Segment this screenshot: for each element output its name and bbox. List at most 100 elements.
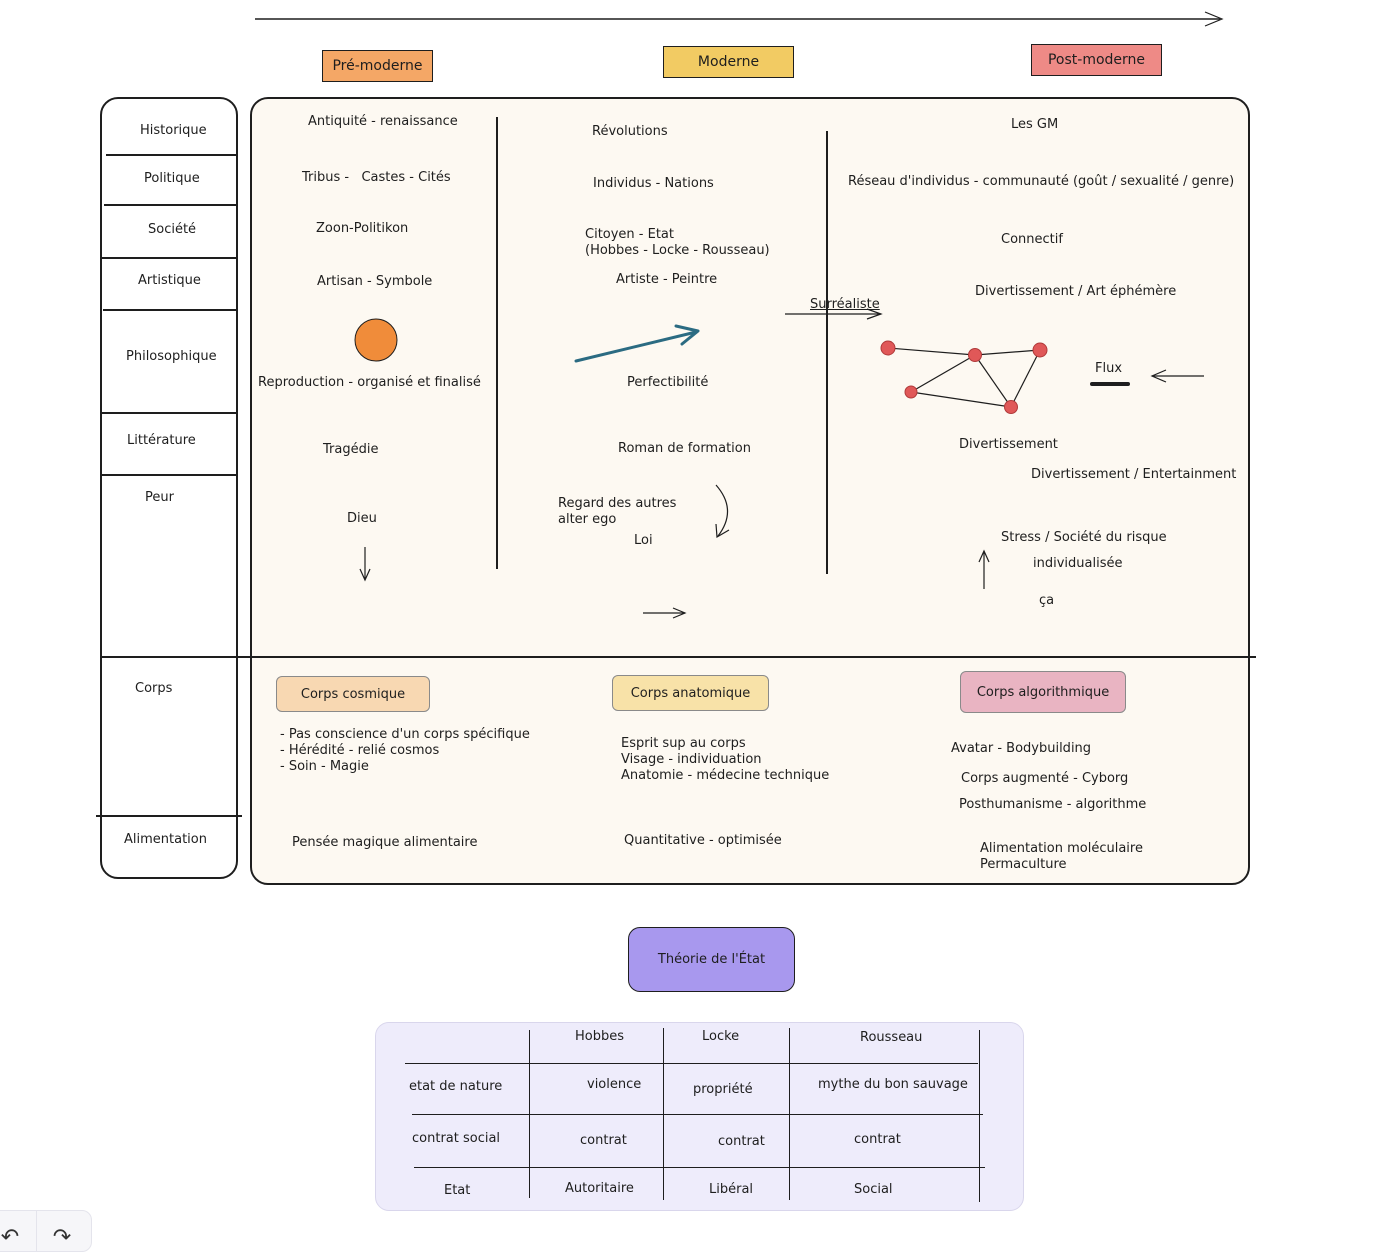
left-arrow-icon bbox=[1150, 369, 1204, 383]
post-peur-1: Stress / Société du risque bbox=[1001, 530, 1167, 545]
table-header-cell: Locke bbox=[702, 1029, 740, 1044]
network-node bbox=[904, 385, 918, 399]
post-peur-2: individualisée bbox=[1033, 556, 1123, 571]
row-label-litterature: Littérature bbox=[127, 433, 196, 448]
table-cell: Social bbox=[854, 1182, 893, 1197]
post-corps-line: Avatar - Bodybuilding bbox=[951, 741, 1092, 756]
chip-label: Corps anatomique bbox=[630, 685, 751, 701]
table-cell: mythe du bon sauvage bbox=[818, 1077, 968, 1092]
circle-cycle-shape bbox=[354, 318, 398, 362]
pre-historique: Antiquité - renaissance bbox=[308, 114, 458, 129]
row-divider bbox=[102, 474, 236, 476]
chip-label: Corps algorithmique bbox=[976, 684, 1110, 700]
redo-icon[interactable]: ↷ bbox=[52, 1225, 72, 1250]
table-cell: Etat bbox=[444, 1183, 471, 1198]
mod-politique: Individus - Nations bbox=[593, 176, 714, 191]
pre-litterature: Tragédie bbox=[323, 442, 379, 457]
post-artistique: Divertissement / Art éphémère bbox=[975, 284, 1177, 299]
phase-label: Pré-moderne bbox=[332, 58, 423, 74]
curved-arrow-icon bbox=[715, 484, 730, 539]
mod-philosophique: Perfectibilité bbox=[627, 375, 709, 390]
post-historique: Les GM bbox=[1011, 117, 1059, 132]
table-row-line bbox=[414, 1167, 985, 1168]
undo-icon[interactable]: ↶ bbox=[0, 1225, 20, 1250]
right-arrow-icon bbox=[643, 607, 687, 619]
row-label-historique: Historique bbox=[140, 123, 207, 138]
table-row-line bbox=[412, 1114, 983, 1115]
pre-philosophique: Reproduction - organisé et finalisé bbox=[258, 375, 481, 390]
mod-peur-loi: Loi bbox=[634, 533, 653, 548]
mod-litterature: Roman de formation bbox=[618, 441, 751, 456]
row-divider bbox=[104, 204, 236, 206]
table-col-line bbox=[979, 1030, 980, 1202]
theory-title: Théorie de l'État bbox=[657, 952, 766, 967]
mod-corps-details: Esprit sup au corps Visage - individuati… bbox=[621, 736, 830, 783]
network-node bbox=[1032, 342, 1048, 358]
network-graph bbox=[880, 340, 1048, 414]
table-cell: violence bbox=[587, 1077, 642, 1092]
table-cell: Autoritaire bbox=[565, 1181, 634, 1196]
mod-societe: Citoyen - Etat (Hobbes - Locke - Roussea… bbox=[585, 227, 770, 258]
flux-underline bbox=[1090, 382, 1130, 386]
post-corps-line: Corps augmenté - Cyborg bbox=[961, 771, 1129, 786]
row-label-peur: Peur bbox=[145, 490, 174, 505]
phase-label: Moderne bbox=[697, 54, 760, 70]
network-node bbox=[968, 348, 982, 362]
right-arrow-icon bbox=[785, 308, 883, 320]
network-node bbox=[1004, 400, 1018, 414]
row-divider bbox=[101, 412, 236, 414]
phase-pre-moderne[interactable]: Pré-moderne bbox=[322, 50, 433, 82]
row-divider bbox=[103, 309, 236, 311]
post-alimentation: Alimentation moléculaire Permaculture bbox=[980, 841, 1143, 872]
pre-politique: Tribus - Castes - Cités bbox=[302, 170, 451, 185]
post-peur-3: ça bbox=[1039, 593, 1055, 608]
row-labels-panel[interactable] bbox=[100, 97, 238, 879]
theory-table[interactable] bbox=[375, 1022, 1024, 1211]
row-divider bbox=[106, 154, 236, 156]
corps-algorithmique-chip[interactable]: Corps algorithmique bbox=[960, 671, 1126, 713]
row-divider bbox=[101, 257, 236, 259]
mod-peur: Regard des autres alter ego bbox=[558, 496, 677, 527]
theory-title-box[interactable]: Théorie de l'État bbox=[628, 927, 795, 992]
row-label-corps: Corps bbox=[135, 681, 173, 696]
chip-label: Corps cosmique bbox=[300, 686, 406, 702]
mod-artistique: Artiste - Peintre bbox=[616, 272, 718, 287]
pre-societe: Zoon-Politikon bbox=[316, 221, 409, 236]
post-corps-line: Posthumanisme - algorithme bbox=[959, 797, 1147, 812]
column-divider bbox=[496, 117, 498, 569]
column-divider bbox=[826, 131, 828, 574]
post-flux: Flux bbox=[1095, 361, 1123, 376]
down-arrow-icon bbox=[359, 547, 371, 582]
row-label-societe: Société bbox=[148, 222, 197, 237]
toolbar-separator bbox=[36, 1211, 37, 1251]
post-litterature-1: Divertissement bbox=[959, 437, 1058, 452]
mod-historique: Révolutions bbox=[592, 124, 668, 139]
pre-alimentation: Pensée magique alimentaire bbox=[292, 835, 478, 850]
row-label-alimentation: Alimentation bbox=[124, 832, 207, 847]
table-cell: contrat bbox=[718, 1134, 765, 1149]
table-header-cell: Rousseau bbox=[860, 1030, 923, 1045]
network-node bbox=[880, 340, 896, 356]
post-litterature-2: Divertissement / Entertainment bbox=[1031, 467, 1237, 482]
phase-label: Post-moderne bbox=[1047, 52, 1146, 68]
mod-surrealiste: Surréaliste bbox=[810, 297, 880, 312]
table-cell: contrat bbox=[854, 1132, 901, 1147]
post-politique: Réseau d'individus - communauté (goût / … bbox=[848, 174, 1235, 189]
row-label-politique: Politique bbox=[144, 171, 200, 186]
undo-redo-toolbar: ↶ ↷ bbox=[0, 1210, 92, 1252]
pre-corps-details: - Pas conscience d'un corps spécifique -… bbox=[280, 727, 530, 774]
main-grid-card[interactable] bbox=[250, 97, 1250, 885]
table-cell: contrat bbox=[580, 1133, 627, 1148]
corps-anatomique-chip[interactable]: Corps anatomique bbox=[612, 675, 769, 711]
row-divider bbox=[96, 815, 242, 817]
phase-post-moderne[interactable]: Post-moderne bbox=[1031, 44, 1162, 76]
pre-peur: Dieu bbox=[347, 511, 377, 526]
corps-cosmique-chip[interactable]: Corps cosmique bbox=[276, 676, 430, 712]
table-cell: propriété bbox=[693, 1082, 753, 1097]
timeline-arrow bbox=[255, 11, 1224, 27]
phase-moderne[interactable]: Moderne bbox=[663, 46, 794, 78]
section-divider bbox=[100, 656, 1256, 658]
post-societe: Connectif bbox=[1001, 232, 1063, 247]
up-arrow-icon bbox=[978, 549, 990, 589]
progress-arrow-icon bbox=[574, 324, 700, 363]
